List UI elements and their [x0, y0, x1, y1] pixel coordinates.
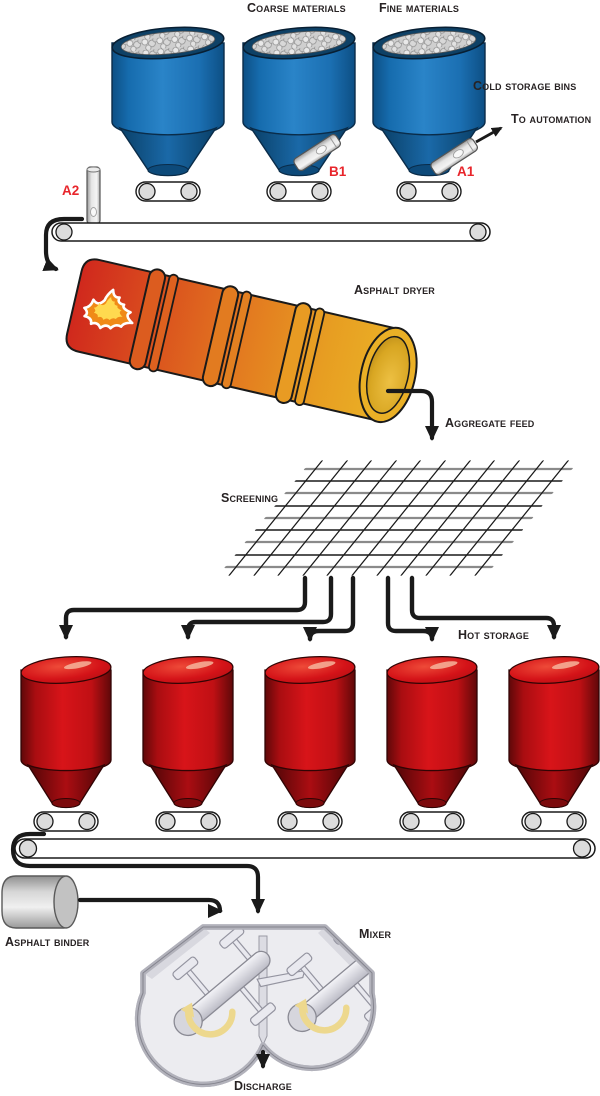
dryer-mouth — [358, 326, 418, 424]
label-sensor-b1: B1 — [329, 164, 347, 179]
label-coarse-materials: Coarse materials — [247, 1, 346, 15]
collecting-conveyor-top — [51, 222, 491, 242]
label-screening: Screening — [221, 491, 279, 505]
flame-icon — [83, 288, 134, 330]
conveyor-to-mixer-arrow — [10, 831, 265, 914]
label-cold-storage-bins: Cold storage bins — [473, 79, 577, 93]
binder-to-mixer-arrow — [77, 897, 227, 914]
hot-feeder-conveyor-3 — [277, 811, 343, 832]
distribution-arrow-5 — [409, 575, 561, 640]
asphalt-dryer-drum — [65, 258, 418, 424]
hot-storage-bin-5 — [507, 653, 600, 809]
dryer-ring-2 — [201, 285, 253, 390]
screen-to-bins-arrows — [59, 575, 561, 642]
feeder-conveyor-1 — [135, 181, 201, 202]
distribution-arrow-4 — [385, 575, 439, 642]
hot-feeder-conveyor-1 — [33, 811, 99, 832]
screening-mesh — [224, 460, 573, 576]
feeder-conveyor-2 — [266, 181, 332, 202]
hot-feeder-conveyor-2 — [155, 811, 221, 832]
label-mixer: Mixer — [359, 927, 392, 941]
distribution-arrow-3 — [303, 575, 356, 642]
asphalt-binder-tank — [1, 875, 79, 929]
label-sensor-a1: A1 — [457, 164, 475, 179]
hot-storage-bin-1 — [19, 653, 113, 809]
cold-storage-bin-coarse-1 — [110, 22, 226, 177]
label-asphalt-dryer: Asphalt dryer — [354, 283, 435, 297]
feeder-conveyor-3 — [396, 181, 462, 202]
label-sensor-a2: A2 — [62, 183, 80, 198]
hot-storage-bin-2 — [141, 653, 235, 809]
cold-storage-bin-coarse-2 — [241, 22, 357, 177]
hot-feeder-conveyor-4 — [399, 811, 465, 832]
hot-storage-bin-3 — [263, 653, 357, 809]
aggregate-feed-arrow — [385, 388, 439, 441]
label-to-automation: To automation — [511, 112, 592, 126]
distribution-arrow-1 — [59, 575, 308, 640]
hot-storage-bin-4 — [385, 653, 479, 809]
distribution-arrow-2 — [181, 575, 334, 640]
hot-feeder-conveyor-5 — [521, 811, 587, 832]
collecting-conveyor-bottom — [14, 838, 596, 859]
mixer-vessel — [134, 924, 377, 1088]
dryer-ring-3 — [274, 302, 326, 407]
conveyor-to-dryer-arrow — [42, 216, 85, 272]
label-fine-materials: Fine materials — [379, 1, 460, 15]
label-discharge: Discharge — [234, 1079, 292, 1093]
dryer-ring-1 — [128, 268, 180, 373]
label-aggregate-feed: Aggregate feed — [445, 416, 535, 430]
to-automation-arrow — [475, 126, 503, 144]
sensor-a2-probe — [86, 166, 101, 225]
label-asphalt-binder: Asphalt binder — [5, 935, 90, 949]
label-hot-storage: Hot storage — [458, 628, 529, 642]
